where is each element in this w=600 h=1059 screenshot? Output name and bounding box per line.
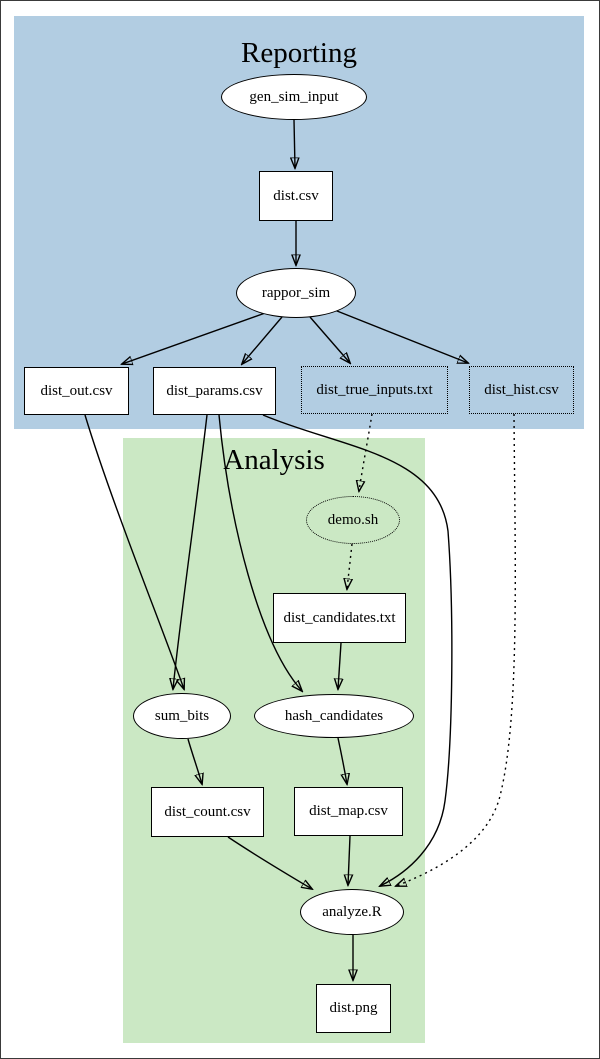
edge-dist_out_csv-to-sum_bits [84, 414, 184, 689]
cluster-analysis-title: Analysis [223, 444, 325, 476]
edge-rappor_sim-to-dist_params_csv [242, 316, 283, 364]
node-dist-map-csv: dist_map.csv [294, 787, 403, 836]
node-dist-png: dist.png [316, 984, 391, 1033]
node-dist-out-csv: dist_out.csv [24, 367, 129, 415]
node-dist-hist-csv: dist_hist.csv [469, 366, 574, 414]
edge-dist_map_csv-to-analyze_r [348, 835, 350, 885]
node-dist-params-csv: dist_params.csv [153, 367, 276, 415]
edge-sum_bits-to-dist_count_csv [187, 738, 202, 784]
node-analyze-r: analyze.R [300, 889, 404, 935]
node-dist-true-inputs-txt: dist_true_inputs.txt [301, 366, 448, 414]
edge-demo_sh-to-dist_candidates_txt [347, 543, 352, 589]
edge-hash_candidates-to-dist_map_csv [337, 737, 347, 784]
edge-rappor_sim-to-dist_true_inputs_txt [309, 316, 350, 363]
edge-dist_hist_csv-to-analyze_r [396, 413, 516, 886]
node-dist-count-csv: dist_count.csv [151, 787, 264, 837]
cluster-reporting-title: Reporting [241, 37, 357, 69]
node-rappor-sim: rappor_sim [236, 268, 356, 318]
edge-rappor_sim-to-dist_out_csv [122, 311, 269, 364]
node-gen-sim-input: gen_sim_input [221, 74, 367, 120]
edge-gen_sim_input-to-dist_csv [294, 119, 295, 168]
node-dist-candidates-txt: dist_candidates.txt [273, 593, 406, 643]
edge-dist_params_csv-to-sum_bits [173, 414, 208, 689]
node-sum-bits: sum_bits [133, 693, 231, 739]
node-hash-candidates: hash_candidates [254, 694, 414, 738]
node-dist-csv: dist.csv [259, 171, 333, 221]
edge-rappor_sim-to-dist_hist_csv [331, 308, 468, 363]
edge-dist_candidates_txt-to-hash_candidates [338, 642, 341, 689]
edge-dist_params_csv-to-hash_candidates [218, 414, 302, 691]
edge-dist_true_inputs_txt-to-demo_sh [359, 413, 373, 491]
edge-dist_count_csv-to-analyze_r [227, 836, 312, 889]
edge-dist_params_csv-to-analyze_r [262, 414, 453, 886]
node-demo-sh: demo.sh [306, 496, 400, 544]
